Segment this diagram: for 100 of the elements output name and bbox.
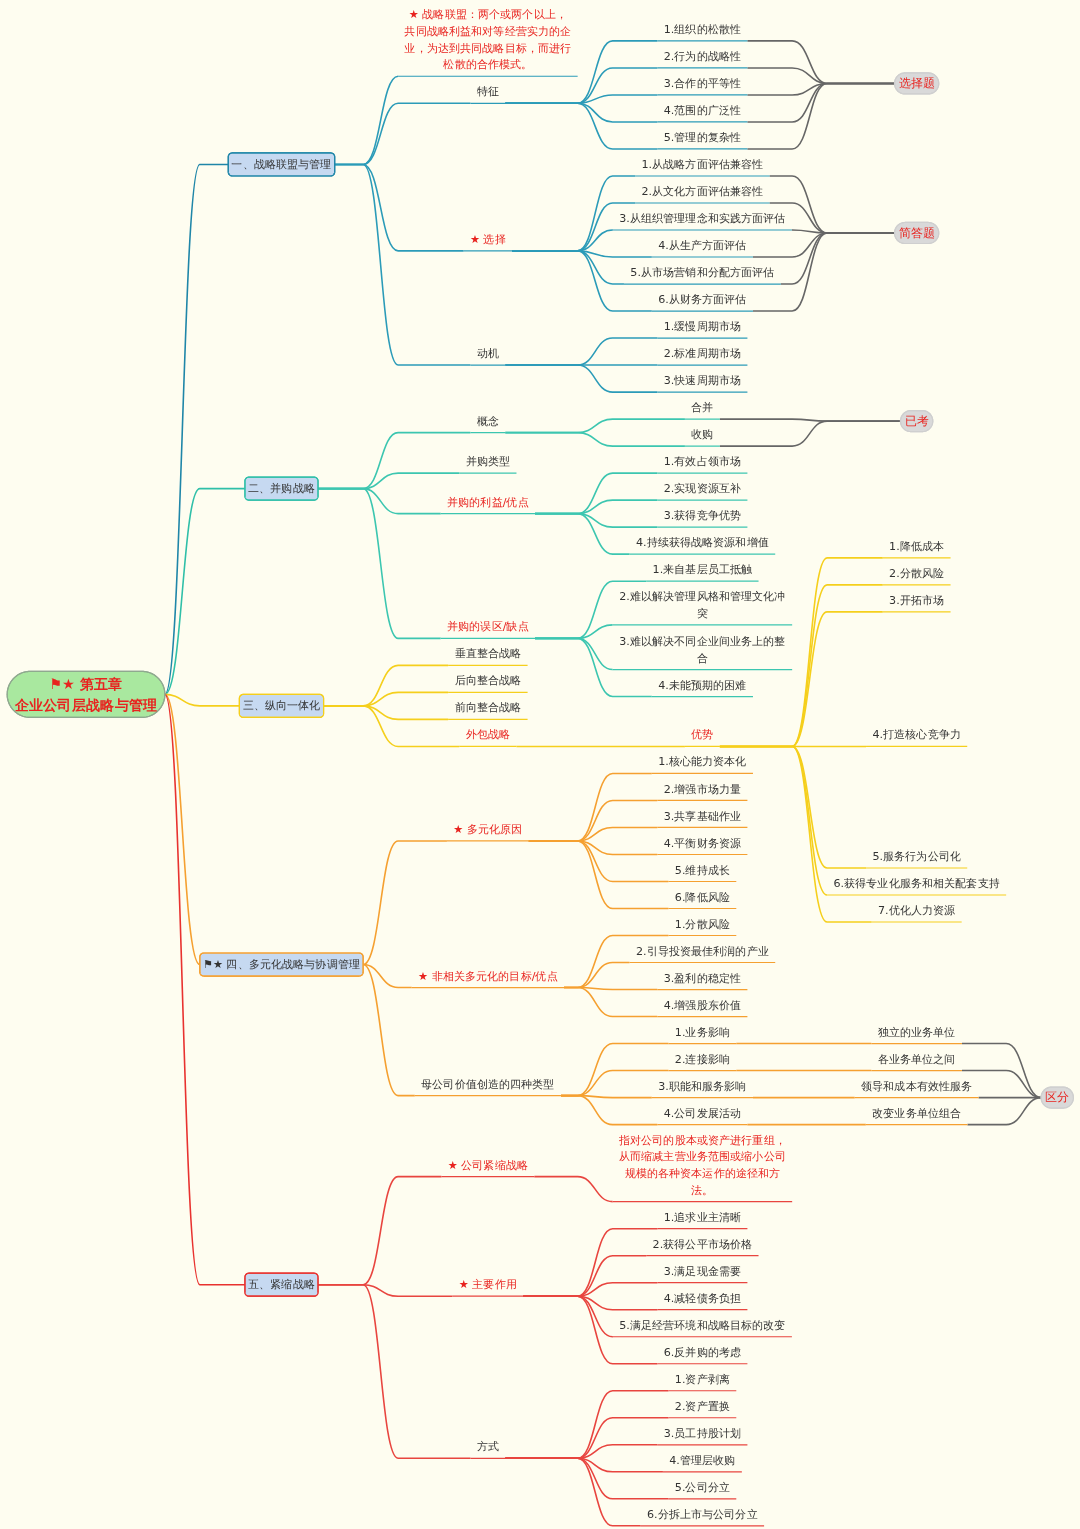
underlined-topic: 4.从生产方面评估 (650, 238, 754, 258)
underlined-topic: 并购类型 (458, 454, 517, 474)
underlined-topic: 改变业务单位组合 (864, 1106, 968, 1126)
underlined-topic: ★ 多元化原因 (446, 822, 530, 842)
underlined-topic: 2.获得公平市场价格 (645, 1237, 759, 1257)
underlined-topic: 4.管理层收购 (662, 1453, 743, 1473)
underlined-topic: 2.增强市场力量 (656, 782, 748, 802)
underlined-topic: 各业务单位之间 (870, 1052, 963, 1072)
connector-line (322, 705, 460, 748)
underlined-topic: 领导和成本有效性服务 (853, 1079, 979, 1099)
underlined-topic: 2.实现资源互补 (656, 481, 748, 501)
underlined-topic: 2.难以解决管理风格和管理文化冲突 (611, 589, 793, 626)
underlined-topic: 3.职能和服务影响 (650, 1079, 754, 1099)
underlined-topic: 2.行为的战略性 (656, 49, 748, 69)
underlined-topic: 3.满足现金需要 (656, 1264, 748, 1284)
connector-line (735, 1042, 872, 1045)
underlined-topic: 5.满足经营环境和战略目标的改变 (612, 1318, 793, 1338)
connector-line (533, 1175, 614, 1203)
connector-line (718, 745, 873, 923)
underlined-topic: 3.快速周期市场 (656, 373, 748, 393)
connector-line (562, 986, 658, 1018)
underlined-topic: 7.优化人力资源 (870, 903, 962, 923)
underlined-topic: 4.公司发展活动 (656, 1106, 748, 1126)
underlined-topic: 5.服务行为公司化 (865, 849, 968, 869)
underlined-topic: 1.来自基层员工抵触 (645, 562, 759, 582)
underlined-topic: 1.追求业主清晰 (656, 1210, 748, 1230)
underlined-topic: 5.从市场营销和分配方面评估 (623, 265, 782, 285)
underlined-topic: 1.分散风险 (667, 917, 737, 937)
underlined-topic: 1.有效占领市场 (656, 454, 748, 474)
connector-line (362, 963, 413, 989)
underlined-topic: 并购的误区/缺点 (439, 620, 536, 639)
underlined-topic: 3.盈利的稳定性 (656, 971, 748, 991)
underlined-topic: 4.打造核心竞争力 (865, 728, 968, 748)
underlined-topic: 指对公司的股本或资产进行重组，从而缩减主营业务范围或缩小公司规模的各种资本运作的途径和方法。 (611, 1133, 793, 1203)
underlined-topic: 4.未能预期的困难 (650, 678, 754, 698)
underlined-topic: 6.反并购的考虑 (656, 1345, 748, 1365)
topic-box: 二、并购战略 (244, 476, 319, 501)
connector-line (504, 1457, 642, 1527)
underlined-topic: 6.从财务方面评估 (650, 292, 754, 312)
underlined-topic: ★ 非相关多元化的目标/优点 (410, 969, 565, 989)
underlined-topic: 4.增强股东价值 (656, 998, 748, 1018)
connector-line (735, 1069, 872, 1072)
connector-line (746, 1123, 867, 1126)
underlined-topic: 合并 (684, 400, 721, 420)
underlined-topic: 2.分散风险 (881, 566, 951, 586)
underlined-topic: 优势 (684, 728, 721, 748)
underlined-topic: 2.连接影响 (667, 1052, 737, 1072)
summary-ellipse: 区分 (1040, 1086, 1074, 1109)
connector-line (533, 512, 631, 555)
underlined-topic: 3.共享基础作业 (656, 809, 748, 829)
underlined-topic: 5.管理的复杂性 (656, 130, 748, 150)
connector-line (751, 232, 896, 312)
underlined-topic: 1.降低成本 (881, 539, 951, 559)
underlined-topic: 后向整合战略 (447, 674, 528, 693)
connector-line (504, 431, 686, 447)
underlined-topic: 母公司价值创造的四种类型 (413, 1077, 562, 1097)
underlined-topic: 前向整合战略 (447, 701, 528, 720)
underlined-topic: 1.组织的松散性 (656, 22, 748, 42)
underlined-topic: 并购的利益/优点 (439, 495, 536, 515)
underlined-topic: ★ 公司紧缩战略 (440, 1158, 535, 1178)
connector-line (533, 637, 653, 698)
underlined-topic: 3.员工持股计划 (656, 1426, 748, 1446)
underlined-topic: 2.资产置换 (667, 1399, 737, 1419)
underlined-topic: 概念 (469, 414, 506, 434)
topic-box: 一、战略联盟与管理 (227, 152, 336, 177)
underlined-topic: 1.资产剥离 (667, 1372, 737, 1392)
summary-ellipse: 选择题 (893, 72, 940, 95)
underlined-topic: 1.缓慢周期市场 (656, 319, 748, 339)
underlined-topic: 独立的业务单位 (870, 1025, 963, 1045)
underlined-topic: 4.平衡财务资源 (656, 836, 748, 856)
underlined-topic: 1.从战略方面评估兼容性 (634, 157, 770, 177)
underlined-topic: 3.从组织管理理念和实践方面评估 (612, 211, 793, 231)
underlined-topic: 2.引导投资最佳利润的产业 (628, 944, 776, 964)
underlined-topic: 6.分拆上市与公司分立 (639, 1507, 765, 1527)
connector-line (522, 1295, 658, 1365)
summary-ellipse: 已考 (899, 409, 934, 433)
underlined-topic: 6.降低风险 (667, 890, 737, 910)
root-ellipse: ⚑★ 第五章 企业公司层战略与管理 (6, 670, 166, 719)
underlined-topic: 1.业务影响 (667, 1025, 737, 1045)
underlined-topic: 5.维持成长 (667, 863, 737, 883)
connector-line (362, 963, 416, 1097)
underlined-topic: 4.减轻债务负担 (656, 1291, 748, 1311)
underlined-topic: ★ 选择 (462, 232, 513, 252)
topic-box: 五、紧缩战略 (244, 1272, 319, 1297)
underlined-topic: ★ 战略联盟：两个或两个以上，共同战略利益和对等经营实力的企业，为达到共同战略目标，而进行松散的合作模式。 (397, 7, 578, 77)
underlined-topic: 3.难以解决不同企业间业务上的整合 (611, 634, 793, 671)
topic-box: ⚑★ 四、多元化战略与协调管理 (198, 952, 364, 977)
connector-line (515, 745, 686, 748)
underlined-topic: 2.从文化方面评估兼容性 (634, 184, 770, 204)
underlined-topic: 收购 (684, 427, 721, 447)
connector-line (504, 102, 658, 150)
connector-line (511, 250, 653, 312)
underlined-topic: 1.核心能力资本化 (650, 755, 754, 775)
summary-ellipse: 简答题 (893, 221, 940, 245)
underlined-topic: 方式 (469, 1440, 506, 1459)
underlined-topic: 5.公司分立 (667, 1480, 737, 1500)
underlined-topic: 3.合作的平等性 (656, 76, 748, 96)
underlined-topic: 外包战略 (458, 728, 517, 748)
topic-box: 三、纵向一体化 (238, 693, 324, 719)
underlined-topic: 4.范围的广泛性 (656, 103, 748, 123)
